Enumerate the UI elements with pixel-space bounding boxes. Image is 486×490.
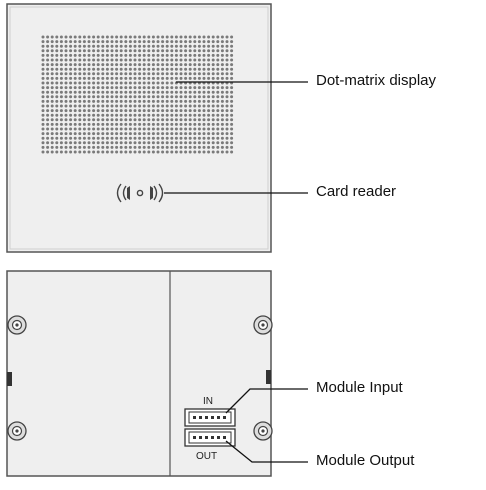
side-tab-left — [7, 372, 12, 386]
screw-bottom-right — [253, 421, 273, 441]
module-input-connector — [184, 408, 236, 427]
module-input-callout-label: Module Input — [316, 379, 403, 396]
dot-matrix-display — [41, 35, 234, 154]
card-reader-callout-label: Card reader — [316, 183, 397, 200]
side-tab-right — [266, 370, 271, 384]
module-output-leader-line — [225, 440, 308, 463]
display-callout-label: Dot-matrix display — [316, 72, 437, 89]
module-output-connector — [184, 428, 236, 447]
module-input-leader-line — [225, 388, 308, 414]
module-output-callout-label: Module Output — [316, 452, 415, 469]
front-panel-inner-edge — [9, 6, 269, 250]
out-connector-label: OUT — [196, 451, 218, 462]
in-connector-label: IN — [203, 396, 213, 407]
screw-bottom-left — [7, 421, 27, 441]
screw-top-left — [7, 315, 27, 335]
card-reader-icon — [116, 183, 164, 203]
screw-top-right — [253, 315, 273, 335]
